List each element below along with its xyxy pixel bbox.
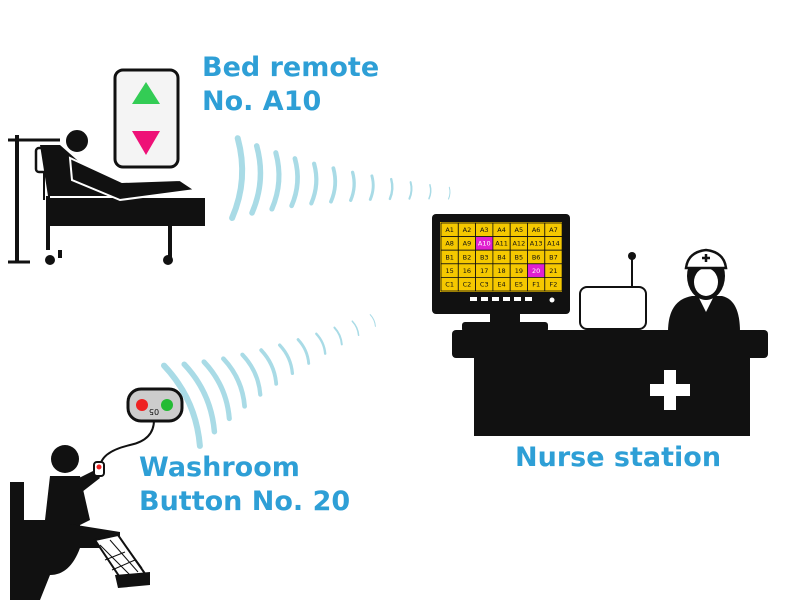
- signal-wave-arc: [289, 156, 300, 209]
- monitor-cell-label: A5: [515, 226, 524, 234]
- monitor-cell-label: A9: [463, 240, 472, 248]
- monitor-cell-label: B2: [463, 253, 472, 261]
- washroom-label-line1: Washroom: [139, 452, 300, 483]
- nurse-station-label-text: Nurse station: [515, 442, 722, 473]
- signal-wave-arc: [249, 143, 264, 216]
- monitor-cell-label: E5: [515, 281, 523, 289]
- bed-remote-label-line1: Bed remote: [202, 52, 380, 83]
- signal-wave-arc: [351, 320, 360, 337]
- washroom-label: Washroom Button No. 20: [139, 451, 350, 519]
- monitor-cell-label: B5: [515, 253, 524, 261]
- signal-wave-arc: [259, 348, 279, 386]
- monitor-cell-label: A1: [445, 226, 454, 234]
- monitor-cell-label: A3: [480, 226, 489, 234]
- signal-wave-arc: [240, 352, 263, 397]
- monitor-cell-label: C3: [480, 281, 489, 289]
- nurse-station-label: Nurse station: [515, 441, 721, 475]
- signal-wave-arc: [448, 186, 451, 200]
- monitor-cell-label: B6: [532, 253, 541, 261]
- signal-wave-arc: [161, 362, 203, 449]
- monitor-cell-label: A10: [478, 240, 491, 248]
- signal-wave-arc: [269, 150, 282, 212]
- monitor-cell-label: A2: [463, 226, 472, 234]
- signal-wave-arc: [309, 161, 319, 206]
- bed-remote-label-line2: No. A10: [202, 86, 322, 117]
- monitor-cell-label: A6: [532, 226, 541, 234]
- signal-wave-arc: [201, 359, 232, 422]
- signal-wave-arc: [296, 338, 311, 365]
- signal-wave-arc: [388, 177, 394, 201]
- monitor-cell-label: 18: [497, 267, 505, 275]
- signal-wave-arc: [329, 166, 338, 204]
- signal-wave-arc: [349, 170, 356, 202]
- monitor-cell-label: B3: [480, 253, 489, 261]
- up-down-remote-icon: [113, 68, 180, 169]
- monitor-cell-label: E4: [497, 281, 505, 289]
- patient-in-bed-icon: [8, 128, 205, 265]
- signal-wave-arc: [408, 181, 413, 200]
- monitor-cell-label: 21: [549, 267, 557, 275]
- monitor-cell-label: F1: [532, 281, 540, 289]
- bed-remote-label: Bed remote No. A10: [202, 51, 379, 119]
- signal-wave-arc: [181, 361, 218, 435]
- monitor-cell-label: A14: [547, 240, 560, 248]
- desk-icon: [452, 330, 768, 436]
- signal-wave-arc: [278, 343, 295, 376]
- signal-wave-arc: [333, 326, 343, 346]
- monitor-cell-label: A7: [549, 226, 558, 234]
- monitor-cell-label: A12: [512, 240, 525, 248]
- medical-cross-icon: [650, 370, 690, 410]
- signal-wave-arc: [368, 174, 375, 201]
- monitor-cell-label: C1: [445, 281, 454, 289]
- monitor-cell-label: C2: [463, 281, 472, 289]
- washroom-label-line2: Button No. 20: [139, 486, 351, 517]
- monitor-cell-label: 15: [446, 267, 454, 275]
- nurse-icon: [668, 248, 740, 332]
- signal-waves-washroom: [161, 314, 376, 449]
- monitor-cell-label: A4: [497, 226, 506, 234]
- signal-wave-arc: [369, 314, 376, 327]
- call-button-icon: 05: [99, 387, 184, 469]
- monitor-cell-label: A11: [495, 240, 508, 248]
- monitor-cell-label: 19: [515, 267, 523, 275]
- patient-on-toilet-icon: [10, 445, 150, 600]
- signal-wave-arc: [221, 356, 247, 409]
- signal-wave-arc: [428, 184, 432, 200]
- signal-waves-bed: [229, 135, 451, 221]
- signal-wave-arc: [229, 135, 246, 221]
- monitor-cell-label: 16: [463, 267, 471, 275]
- monitor-cell-label: B1: [445, 253, 454, 261]
- monitor-cell-label: F2: [550, 281, 558, 289]
- button-code: 05: [149, 407, 159, 416]
- monitor-cell-label: B4: [497, 253, 506, 261]
- receiver-icon: [579, 252, 647, 330]
- monitor-cell-label: A13: [530, 240, 543, 248]
- monitor-cell: [544, 276, 563, 292]
- monitor-cell-label: 20: [532, 267, 540, 275]
- signal-wave-arc: [315, 332, 327, 355]
- monitor-cell-label: B7: [549, 253, 558, 261]
- monitor-cell-label: 17: [480, 267, 488, 275]
- monitor-cell-label: A8: [445, 240, 454, 248]
